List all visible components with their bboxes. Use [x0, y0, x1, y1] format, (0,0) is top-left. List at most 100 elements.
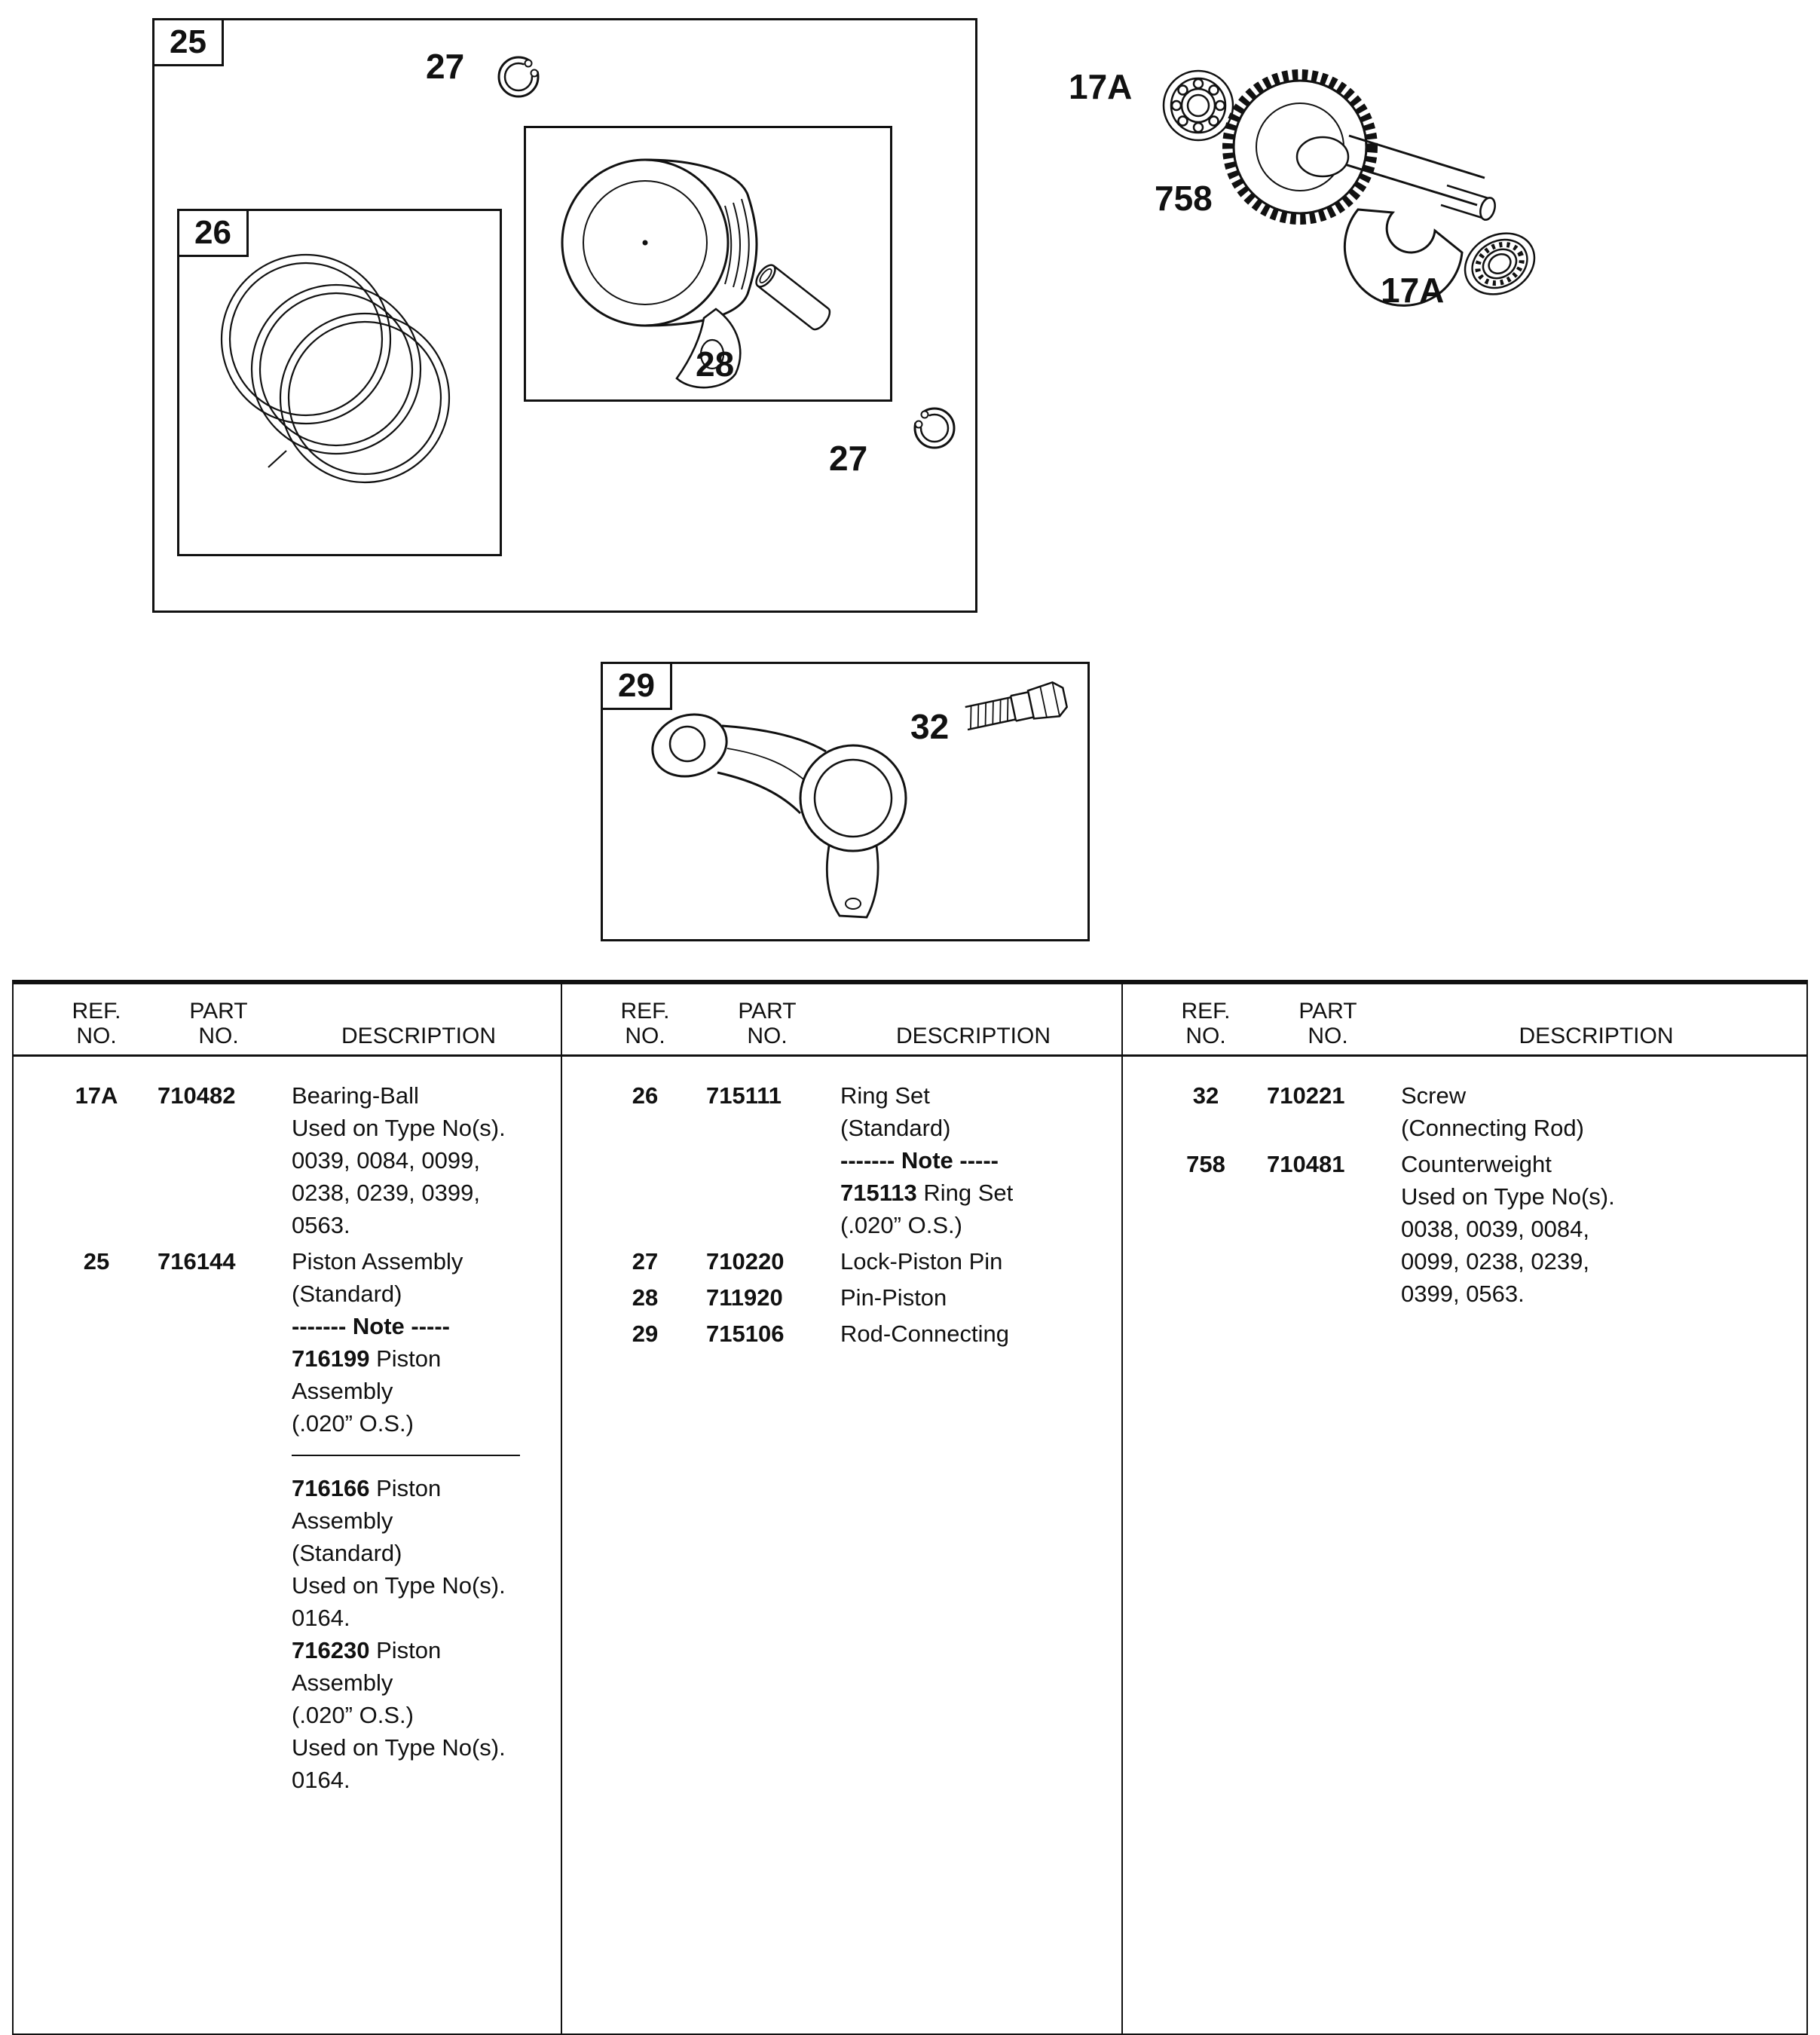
ref-no-cell: 32	[1192, 1082, 1219, 1109]
description-segment: 0399, 0563.	[1401, 1281, 1525, 1307]
description-segment: 0563.	[292, 1212, 350, 1238]
description-segment: Ring Set	[916, 1180, 1014, 1206]
ball-bearing-icon	[1464, 232, 1536, 295]
description-line: (.020” O.S.)	[840, 1209, 1106, 1241]
description-header: DESCRIPTION	[341, 1024, 497, 1048]
description-segment: Pin-Piston	[840, 1284, 947, 1311]
description-line: Screw	[1401, 1079, 1791, 1112]
description-segment: Used on Type No(s).	[292, 1115, 506, 1141]
ref-no-header-line: NO.	[625, 1024, 665, 1048]
description-line: Pin-Piston	[840, 1281, 1106, 1314]
part-no-header-line: PART	[189, 999, 248, 1024]
description-segment: (Standard)	[840, 1115, 951, 1141]
crankpin-drawing	[1440, 184, 1496, 221]
description-line: 716199 Piston	[292, 1342, 546, 1375]
ref-no-header: REF.NO.	[1157, 999, 1255, 1048]
piston-ring-set-drawing	[220, 253, 451, 484]
callout-piston-pin: 28	[696, 344, 735, 384]
description-segment: (Connecting Rod)	[1401, 1115, 1584, 1141]
description-segment: 0038, 0039, 0084,	[1401, 1216, 1589, 1242]
frame-label-29: 29	[601, 662, 672, 711]
part-no-header-line: NO.	[1308, 1024, 1348, 1048]
part-no-cell: 716144	[158, 1248, 236, 1275]
description-line: Used on Type No(s).	[292, 1569, 546, 1602]
part-no-cell: 711920	[706, 1284, 783, 1311]
part-no-header-line: NO.	[198, 1024, 239, 1048]
description-segment: 715113	[840, 1180, 917, 1206]
description-segment: (.020” O.S.)	[292, 1410, 414, 1437]
description-segment: (Standard)	[292, 1281, 402, 1307]
description-line: 716166 Piston	[292, 1472, 546, 1504]
description-segment: Counterweight	[1401, 1151, 1552, 1177]
description-segment: Assembly	[292, 1669, 393, 1696]
ref-no-cell: 17A	[75, 1082, 118, 1109]
retaining-ring-icon	[497, 56, 544, 98]
description-line: 0164.	[292, 1602, 546, 1634]
description-segment: Used on Type No(s).	[292, 1572, 506, 1599]
description-line: 0399, 0563.	[1401, 1278, 1791, 1310]
ref-no-header-line: REF.	[620, 999, 670, 1024]
description-segment: Screw	[1401, 1082, 1467, 1109]
crankshaft-shaft-drawing	[1295, 134, 1485, 207]
description-line: (.020” O.S.)	[292, 1699, 546, 1731]
connecting-rod-drawing	[651, 713, 907, 919]
description-line: Ring Set	[840, 1079, 1106, 1112]
crankshaft-assembly-drawing	[1162, 69, 1536, 307]
description-segment: Used on Type No(s).	[1401, 1183, 1615, 1210]
ref-no-header-line: REF.	[1181, 999, 1231, 1024]
description-line: 0164.	[292, 1764, 546, 1796]
description-line: Used on Type No(s).	[292, 1731, 546, 1764]
description-segment: 0164.	[292, 1767, 350, 1793]
piston-pin-drawing	[755, 264, 831, 331]
description-segment: (.020” O.S.)	[292, 1702, 414, 1728]
description-cell: Pin-Piston	[840, 1281, 1106, 1314]
description-segment: 716230	[292, 1637, 370, 1663]
part-no-cell: 710220	[706, 1248, 785, 1275]
ref-no-cell: 27	[632, 1248, 659, 1275]
description-line: 0039, 0084, 0099,	[292, 1144, 546, 1177]
diagram-frame-29: 29 32	[601, 662, 1090, 941]
frame-label-26: 26	[177, 209, 249, 258]
description-line: Used on Type No(s).	[1401, 1180, 1791, 1213]
description-line: Assembly	[292, 1666, 546, 1699]
description-segment: ------- Note -----	[292, 1313, 450, 1339]
description-line: Used on Type No(s).	[292, 1112, 546, 1144]
description-segment: Assembly	[292, 1378, 393, 1404]
description-line: Lock-Piston Pin	[840, 1245, 1106, 1278]
description-header: DESCRIPTION	[1519, 1024, 1674, 1048]
description-cell: Piston Assembly(Standard)------- Note --…	[292, 1245, 546, 1796]
ref-no-cell: 28	[632, 1284, 659, 1311]
part-no-cell: 710482	[158, 1082, 236, 1109]
part-no-cell: 710481	[1267, 1151, 1345, 1177]
callout-lock-ring-bottom: 27	[829, 439, 868, 478]
callout-screw: 32	[910, 707, 950, 746]
description-line: (.020” O.S.)	[292, 1407, 546, 1440]
description-segment: 0164.	[292, 1605, 350, 1631]
ref-no-cell: 758	[1186, 1151, 1225, 1177]
description-segment: 0039, 0084, 0099,	[292, 1147, 480, 1174]
part-no-cell: 715111	[706, 1082, 782, 1109]
ref-no-cell: 29	[632, 1320, 659, 1347]
frame-label-25: 25	[152, 18, 224, 67]
description-line: 0563.	[292, 1209, 546, 1241]
description-segment: (Standard)	[292, 1540, 402, 1566]
description-cell: Lock-Piston Pin	[840, 1245, 1106, 1278]
ref-no-header: REF.NO.	[47, 999, 145, 1048]
part-no-cell: 715106	[706, 1320, 785, 1347]
callout-bearing-lower: 17A	[1381, 271, 1445, 310]
description-line: (Connecting Rod)	[1401, 1112, 1791, 1144]
